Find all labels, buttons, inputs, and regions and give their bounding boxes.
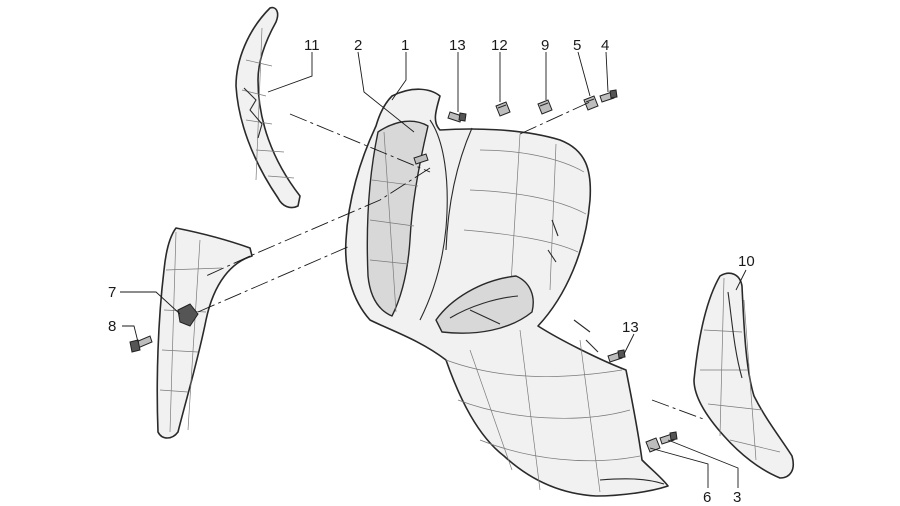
clip-12 [495,101,511,117]
clip-9 [537,99,553,115]
part-7-left-panel [156,227,253,439]
callout-13-upper: 13 [449,37,466,54]
callout-labels: 11 2 1 13 12 9 5 4 10 7 8 13 6 3 [108,37,755,506]
callout-11: 11 [304,37,320,54]
callout-3: 3 [733,489,741,506]
screw-3 [659,431,678,445]
callout-4: 4 [601,37,609,54]
callout-1: 1 [401,37,409,54]
clip-6 [645,437,661,453]
callout-13-lower: 13 [622,319,639,336]
callout-2: 2 [354,37,362,54]
callout-12: 12 [491,37,508,54]
leader-lines [120,51,747,488]
screw-13-lower [607,349,626,363]
callout-9: 9 [541,37,549,54]
callout-10: 10 [738,253,755,270]
callout-8: 8 [108,318,116,335]
screw-13-upper [447,111,467,123]
callout-7: 7 [108,284,116,301]
clip-5 [583,95,599,111]
screw-8 [129,335,153,353]
screw-2-area [413,153,429,165]
part-10-right-panel [693,272,795,479]
cage-nut-7 [177,303,199,327]
part-11-upper-trim [235,6,301,209]
screw-4 [599,89,618,103]
part-1-front-shield [344,88,669,497]
callout-6: 6 [703,489,711,506]
callout-5: 5 [573,37,581,54]
